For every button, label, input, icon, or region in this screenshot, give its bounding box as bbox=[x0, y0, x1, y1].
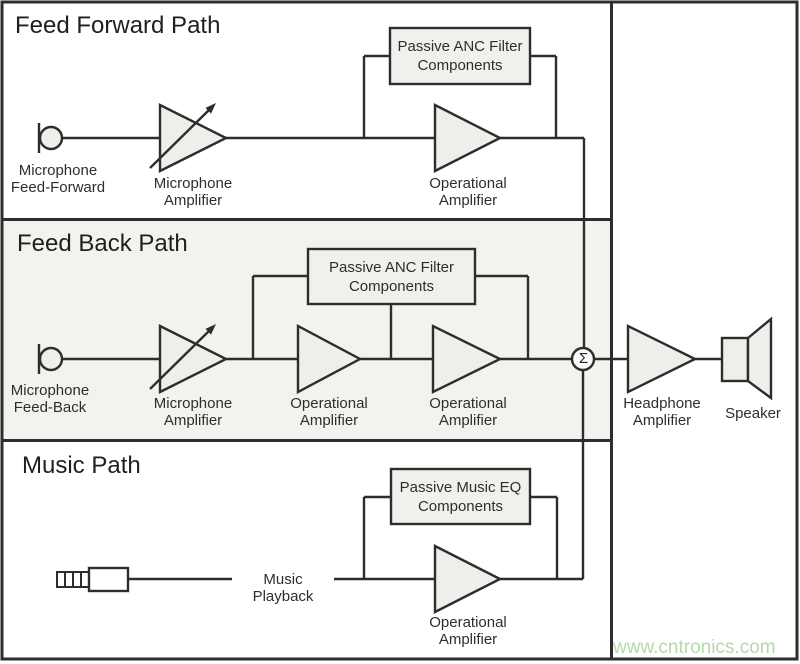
microphone-feed-forward-icon bbox=[37, 123, 64, 153]
feed-back-path-shapes bbox=[37, 247, 572, 394]
fb-variable-gain-arrow-icon bbox=[149, 324, 216, 390]
ff-operational-amplifier-triangle bbox=[433, 103, 503, 173]
arrow-shaft bbox=[149, 109, 210, 169]
ff-passive-anc-filter-box bbox=[388, 26, 532, 86]
mic-head bbox=[38, 346, 64, 372]
fb-operational-amplifier2-label: Operational Amplifier bbox=[429, 395, 507, 429]
audio-jack-icon bbox=[56, 566, 130, 593]
music-operational-amplifier-label: Operational Amplifier bbox=[429, 614, 507, 648]
fb-operational-amplifier2-triangle bbox=[431, 324, 503, 394]
music-playback-label: Music Playback bbox=[252, 571, 314, 605]
feed-forward-path-shapes bbox=[37, 26, 586, 348]
ff-passive-anc-filter-label: Passive ANC Filter Components bbox=[397, 38, 523, 74]
fb-operational-amplifier1-label: Operational Amplifier bbox=[290, 395, 368, 429]
summing-node-sigma: Σ bbox=[578, 350, 589, 367]
fb-microphone-amplifier-label: Microphone Amplifier bbox=[153, 395, 233, 429]
ff-variable-gain-arrow-icon bbox=[149, 103, 216, 169]
jack-body bbox=[87, 566, 130, 593]
music-operational-amplifier-triangle bbox=[433, 544, 503, 614]
music-path-title: Music Path bbox=[22, 452, 141, 479]
speaker-horn bbox=[746, 316, 773, 401]
output-stage-shapes bbox=[570, 316, 773, 401]
microphone-feed-back-label: Microphone Feed-Back bbox=[10, 382, 90, 416]
feed-forward-path-title: Feed Forward Path bbox=[15, 12, 221, 39]
arrow-shaft bbox=[149, 330, 210, 390]
arrow-head bbox=[205, 324, 216, 335]
ff-microphone-amplifier-label: Microphone Amplifier bbox=[153, 175, 233, 209]
arrow-head bbox=[205, 103, 216, 114]
feed-back-path-title: Feed Back Path bbox=[17, 230, 188, 257]
fb-operational-amplifier1-triangle bbox=[296, 324, 363, 394]
mic-head bbox=[38, 125, 64, 151]
headphone-amplifier-triangle bbox=[626, 324, 698, 394]
speaker-driver bbox=[720, 336, 750, 383]
fb-passive-anc-filter-label: Passive ANC Filter Components bbox=[328, 258, 455, 295]
microphone-feed-forward-label: Microphone Feed-Forward bbox=[10, 162, 106, 196]
headphone-amplifier-label: Headphone Amplifier bbox=[623, 395, 701, 429]
ff-operational-amplifier-label: Operational Amplifier bbox=[429, 175, 507, 209]
speaker-icon bbox=[720, 316, 773, 401]
music-path-shapes bbox=[56, 370, 585, 614]
passive-music-eq-label: Passive Music EQ Components bbox=[399, 478, 522, 515]
fb-microphone-amplifier-triangle bbox=[158, 324, 229, 394]
passive-music-eq-box bbox=[389, 467, 532, 526]
ff-microphone-amplifier-triangle bbox=[158, 103, 229, 173]
speaker-label: Speaker bbox=[725, 405, 781, 422]
watermark-text: www.cntronics.com bbox=[613, 637, 776, 658]
